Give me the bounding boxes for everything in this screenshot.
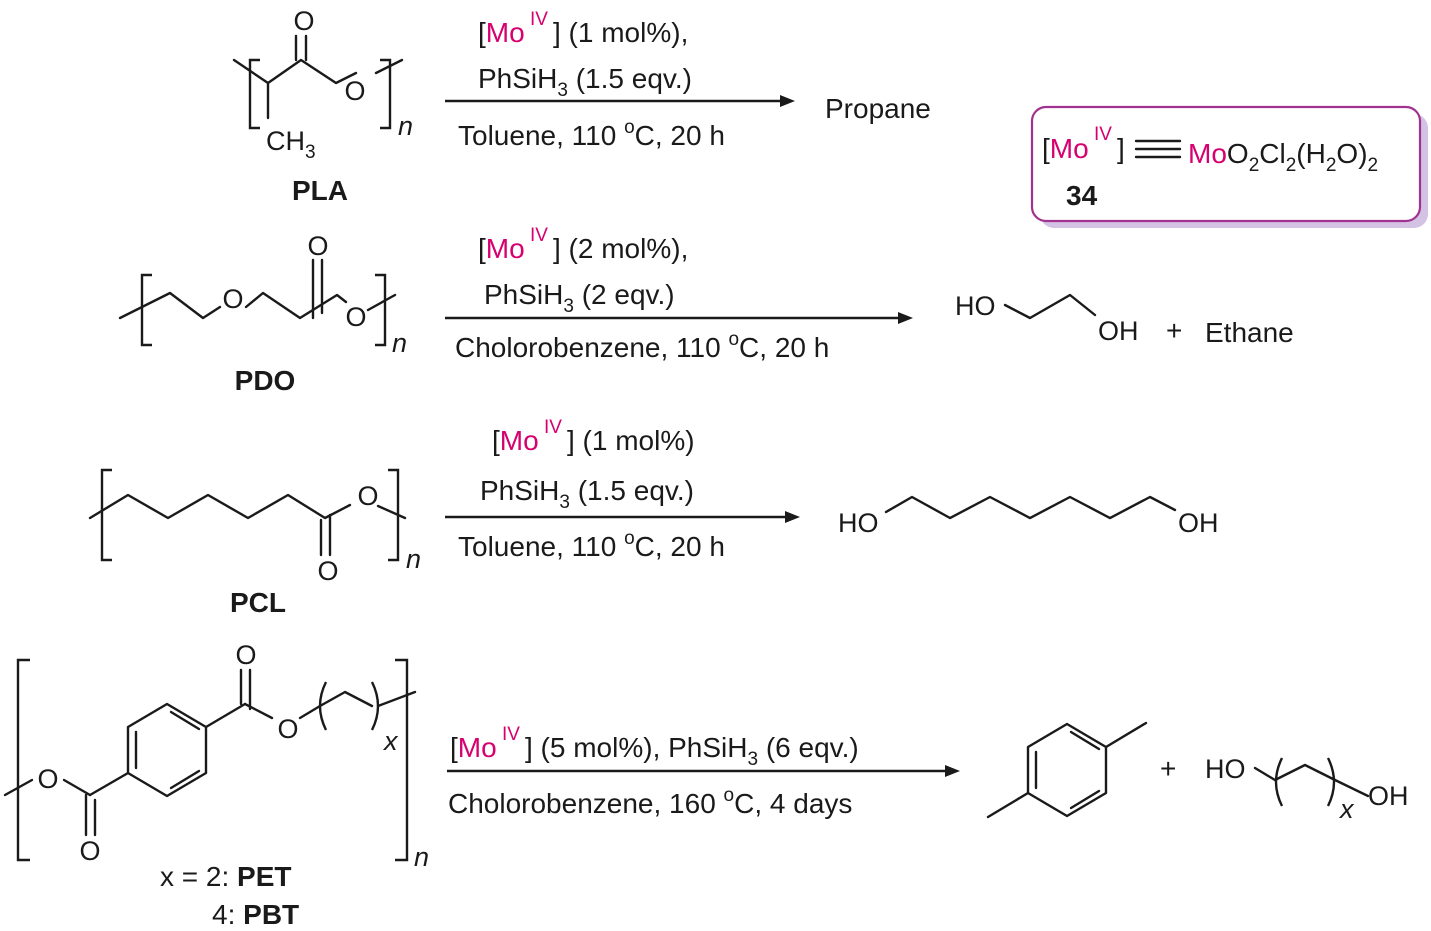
identity-symbol <box>1134 139 1182 159</box>
svg-text:HO: HO <box>838 508 879 538</box>
reaction-arrow-3: [Mo IV ] (1 mol%) PhSiH3 (1.5 eqv.) Tolu… <box>445 417 800 562</box>
svg-text:O: O <box>293 6 314 36</box>
svg-text:OH: OH <box>1178 508 1219 538</box>
polymer-label-pbt: 4: PBT <box>212 899 299 930</box>
svg-text:x: x <box>382 726 399 756</box>
catalyst-definition-box: [Mo IV ] MoO2Cl2(H2O)2 34 <box>1030 105 1428 228</box>
svg-text:IV: IV <box>502 724 520 745</box>
product-diol: HO x OH <box>1205 754 1409 824</box>
svg-text:O: O <box>277 714 298 744</box>
reaction-arrow-1: [Mo IV ] (1 mol%), PhSiH3 (1.5 eqv.) Tol… <box>445 9 795 151</box>
svg-text:O: O <box>235 640 256 670</box>
svg-text:O: O <box>317 556 338 586</box>
svg-text:Cholorobenzene, 110 oC, 20 h: Cholorobenzene, 110 oC, 20 h <box>455 329 829 363</box>
svg-text:+: + <box>1160 753 1176 784</box>
svg-text:O: O <box>307 231 328 261</box>
pdo-structure: O O O n PDO <box>118 231 407 396</box>
svg-text:O: O <box>79 836 100 866</box>
svg-text:O: O <box>222 284 243 314</box>
polymer-label-pet: x = 2: PET <box>160 861 292 892</box>
reaction-arrow-2: [Mo IV ] (2 mol%), PhSiH3 (2 eqv.) Cholo… <box>445 225 913 363</box>
svg-text:] (5 mol%), PhSiH3 (6 eqv.): ] (5 mol%), PhSiH3 (6 eqv.) <box>525 732 859 770</box>
svg-text:x: x <box>1338 794 1355 824</box>
svg-text:+: + <box>1166 315 1182 346</box>
product-ethylene-glycol: HO OH <box>955 291 1139 346</box>
svg-text:HO: HO <box>1205 754 1246 784</box>
polymer-label-pla: PLA <box>292 175 348 206</box>
svg-text:n: n <box>392 328 407 358</box>
svg-text:[Mo: [Mo <box>450 732 497 763</box>
svg-text:Toluene, 110 oC, 20 h: Toluene, 110 oC, 20 h <box>458 528 725 562</box>
reaction-arrow-4: [Mo IV ] (5 mol%), PhSiH3 (6 eqv.) Cholo… <box>447 724 960 819</box>
svg-text:[Mo: [Mo <box>478 17 525 48</box>
product-ethane: Ethane <box>1205 317 1294 348</box>
svg-text:O: O <box>344 76 365 106</box>
svg-text:n: n <box>406 544 421 574</box>
product-p-xylene <box>986 721 1148 819</box>
svg-text:O: O <box>37 764 58 794</box>
svg-text:O: O <box>345 302 366 332</box>
compound-number: 34 <box>1066 180 1098 211</box>
svg-text:Toluene, 110 oC, 20 h: Toluene, 110 oC, 20 h <box>458 117 725 151</box>
svg-text:O: O <box>357 481 378 511</box>
svg-text:Cholorobenzene, 160 oC, 4 days: Cholorobenzene, 160 oC, 4 days <box>448 785 852 819</box>
svg-text:[Mo: [Mo <box>478 233 525 264</box>
svg-text:[Mo: [Mo <box>492 425 539 456</box>
catalyst-formula: MoO2Cl2(H2O)2 <box>1188 138 1378 176</box>
svg-text:OH: OH <box>1368 781 1409 811</box>
svg-text:n: n <box>398 111 413 141</box>
polymer-label-pcl: PCL <box>230 587 286 618</box>
svg-text:IV: IV <box>544 417 562 438</box>
svg-text:HO: HO <box>955 291 996 321</box>
svg-text:PhSiH3 (2 eqv.): PhSiH3 (2 eqv.) <box>484 279 675 317</box>
product-hexanediol: HO OH <box>838 495 1219 538</box>
svg-text:] (2 mol%),: ] (2 mol%), <box>553 233 688 264</box>
svg-text:n: n <box>414 842 429 872</box>
catalyst-symbol: [Mo <box>1042 133 1089 164</box>
pcl-structure: O O n PCL <box>88 468 421 618</box>
methyl-group: CH3 <box>266 126 316 163</box>
svg-text:PhSiH3 (1.5 eqv.): PhSiH3 (1.5 eqv.) <box>480 475 694 513</box>
catalyst-bracket-close: ] <box>1117 133 1125 164</box>
svg-text:IV: IV <box>530 225 548 246</box>
svg-text:PhSiH3 (1.5 eqv.): PhSiH3 (1.5 eqv.) <box>478 63 692 101</box>
polymer-label-pdo: PDO <box>235 365 296 396</box>
pla-structure: O O CH3 n PLA <box>232 6 413 206</box>
product-propane: Propane <box>825 93 931 124</box>
svg-text:IV: IV <box>530 9 548 30</box>
catalyst-oxidation-state: IV <box>1094 124 1112 145</box>
svg-text:] (1 mol%): ] (1 mol%) <box>567 425 695 456</box>
svg-text:] (1 mol%),: ] (1 mol%), <box>553 17 688 48</box>
svg-text:OH: OH <box>1098 316 1139 346</box>
box-border <box>1030 105 1422 223</box>
pet-pbt-structure: O O O O x n x = 2: PET 4: PBT <box>3 640 429 930</box>
